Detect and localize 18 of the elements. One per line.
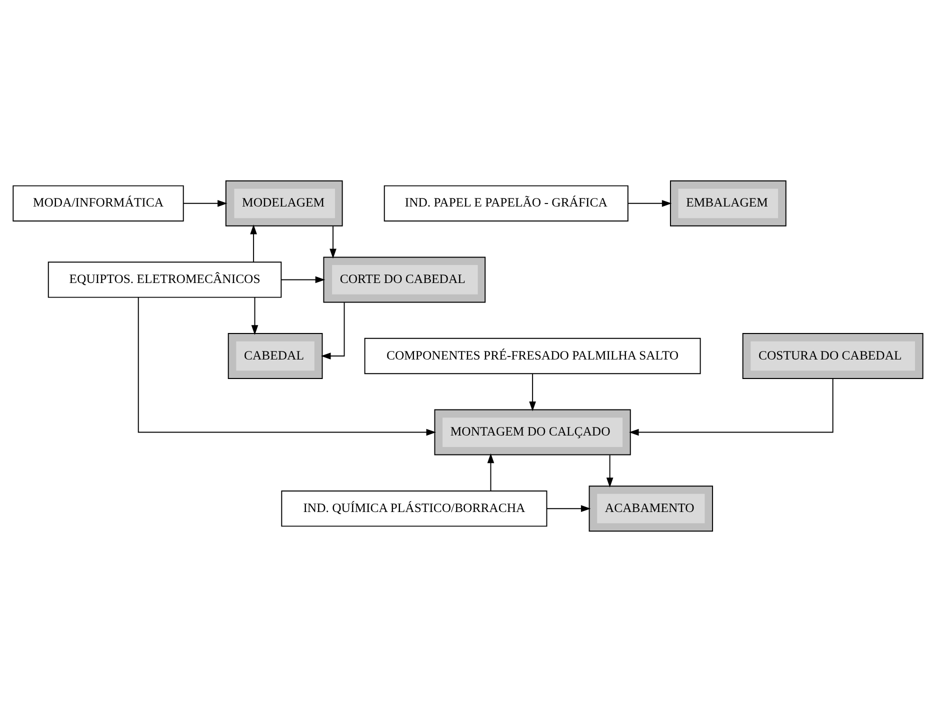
node-box: EQUIPTOS. ELETROMECÂNICOS [48,261,282,298]
arrow [138,296,436,436]
arrow [330,225,336,258]
arrow [487,452,494,491]
arrow [606,454,614,487]
arrow [280,276,326,283]
arrow [251,296,258,334]
node-box: IND. QUÍMICA PLÁSTICO/BORRACHA [281,490,548,526]
arrow [628,378,834,436]
arrow [250,224,257,262]
node-box: IND. PAPEL E PAPELÃO - GRÁFICA [384,184,628,221]
node-box: MODA/INFORMÁTICA [12,184,184,221]
arrow [546,504,591,512]
arrow [529,372,536,411]
arrow [628,199,672,206]
arrow [183,199,228,206]
arrow [320,302,345,359]
node-box: COMPONENTES PRÉ-FRESADO PALMILHA SALTO [364,337,701,374]
